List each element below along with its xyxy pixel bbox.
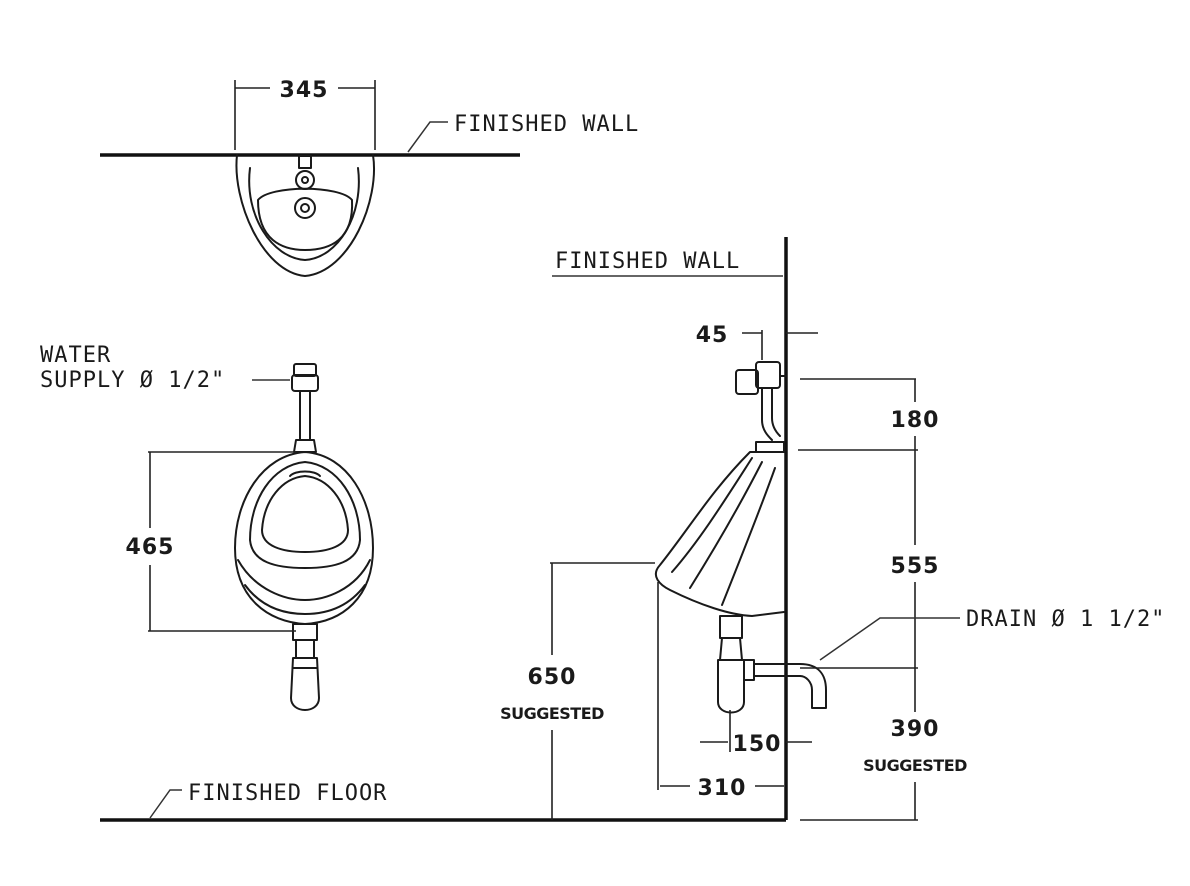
dim-650-suggested: SUGGESTED bbox=[500, 704, 604, 723]
front-trap-body bbox=[290, 657, 320, 711]
top-wall-label: FINISHED WALL bbox=[454, 112, 639, 137]
dim-180-value: 180 bbox=[891, 408, 940, 433]
side-drain-elbow bbox=[799, 663, 827, 709]
front-bowl-inner-rim bbox=[261, 475, 349, 553]
front-valve-body bbox=[291, 374, 319, 392]
side-valve-body bbox=[735, 369, 759, 395]
floor-label: FINISHED FLOOR bbox=[188, 781, 387, 806]
dim-650-value: 650 bbox=[528, 665, 577, 690]
side-pipe-joint bbox=[755, 441, 785, 453]
top-wall-leader bbox=[407, 121, 448, 153]
side-pipe-front bbox=[761, 387, 773, 441]
side-trap-outlet bbox=[743, 659, 755, 681]
floor-leader bbox=[149, 789, 182, 819]
front-bowl-opening bbox=[249, 461, 361, 569]
front-trap-collar bbox=[292, 623, 318, 641]
water-supply-label-line1: WATER bbox=[40, 343, 111, 368]
dim-465-value: 465 bbox=[126, 535, 175, 560]
side-bowl-curve-2 bbox=[689, 461, 763, 589]
side-view: FINISHED WALL 45 180 bbox=[100, 237, 1165, 822]
side-wall-label: FINISHED WALL bbox=[555, 249, 740, 274]
dim-390-value: 390 bbox=[891, 717, 940, 742]
side-trap-neck bbox=[719, 637, 743, 661]
front-bowl-curve-1 bbox=[237, 559, 371, 601]
water-supply-label-line2: SUPPLY Ø 1/2" bbox=[40, 368, 225, 393]
front-trap-neck bbox=[295, 639, 315, 659]
side-bowl-curve-3 bbox=[721, 467, 776, 606]
dim-345-value: 345 bbox=[280, 78, 329, 103]
side-trap-collar bbox=[719, 615, 743, 639]
side-bowl-curve-1 bbox=[671, 457, 753, 573]
drain-label: DRAIN Ø 1 1/2" bbox=[966, 607, 1165, 632]
front-pipe-joint bbox=[293, 439, 317, 453]
front-view: 465 WATER SUPPLY Ø 1/2" bbox=[40, 343, 374, 711]
dim-555-value: 555 bbox=[891, 554, 940, 579]
plan-spreader-icon bbox=[295, 170, 315, 190]
side-bowl-outline bbox=[654, 451, 785, 617]
drain-leader bbox=[819, 617, 960, 661]
dim-150-value: 150 bbox=[733, 732, 782, 757]
dim-310-value: 310 bbox=[698, 776, 747, 801]
plan-inlet bbox=[298, 155, 312, 169]
dim-390-suggested: SUGGESTED bbox=[863, 756, 967, 775]
side-pipe-back bbox=[771, 387, 781, 437]
plan-drain-icon bbox=[294, 197, 316, 219]
front-spreader bbox=[289, 470, 321, 477]
plan-view: 345 FINISHED WALL bbox=[100, 78, 639, 277]
plan-spreader-core bbox=[301, 176, 309, 184]
side-trap-body bbox=[717, 659, 745, 714]
dim-45-value: 45 bbox=[696, 323, 729, 348]
front-bowl-curve-2 bbox=[244, 584, 366, 615]
plan-drain-core bbox=[300, 203, 310, 213]
side-valve-head bbox=[755, 361, 781, 389]
plan-bowl-outline bbox=[235, 154, 375, 277]
plan-bowl-inner bbox=[248, 167, 360, 261]
